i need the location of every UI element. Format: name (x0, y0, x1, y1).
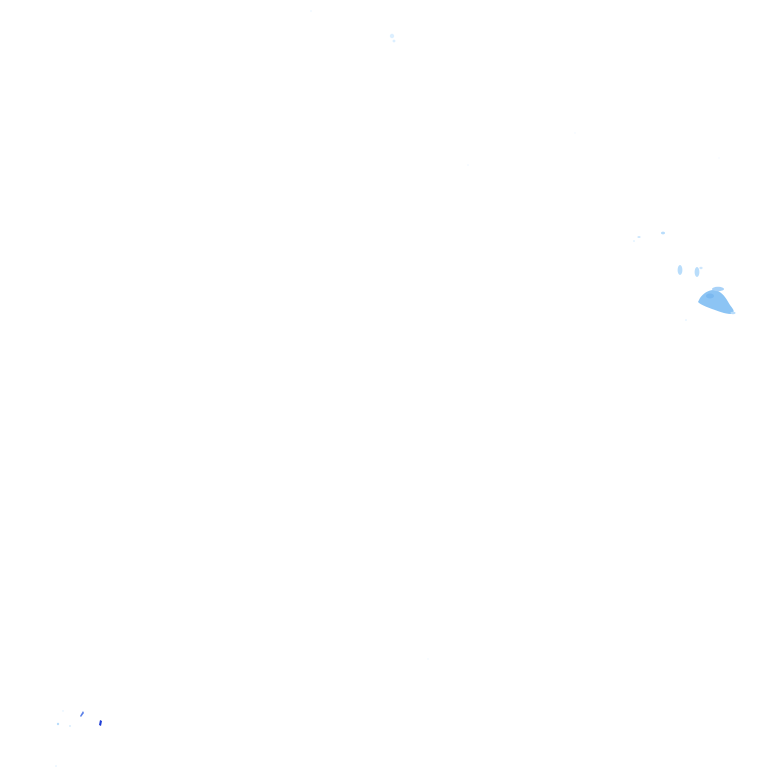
speckle (392, 39, 396, 43)
speckle (637, 236, 641, 238)
speckle (706, 293, 714, 299)
speckle (685, 319, 687, 321)
speckle (55, 765, 57, 767)
speckle (467, 164, 469, 166)
speckle (730, 311, 736, 315)
speckle (661, 231, 665, 235)
speckle (62, 710, 64, 712)
speckle (633, 240, 635, 242)
speckle (310, 10, 312, 12)
speckle (712, 286, 724, 292)
speckle (699, 266, 703, 270)
speckle (99, 720, 102, 726)
speckle (56, 722, 60, 726)
speckle (718, 157, 720, 159)
speckle-top (310, 10, 576, 660)
speckle (574, 132, 576, 134)
speckle (677, 265, 683, 275)
speckle (80, 711, 84, 717)
cluster-right-upper (633, 231, 703, 277)
speckle (427, 658, 429, 660)
speckle (69, 725, 71, 727)
speckle-bottom-left (55, 710, 102, 767)
speckle (389, 33, 395, 39)
speckle (694, 267, 700, 277)
blob (698, 289, 734, 314)
cluster-right (685, 157, 736, 321)
